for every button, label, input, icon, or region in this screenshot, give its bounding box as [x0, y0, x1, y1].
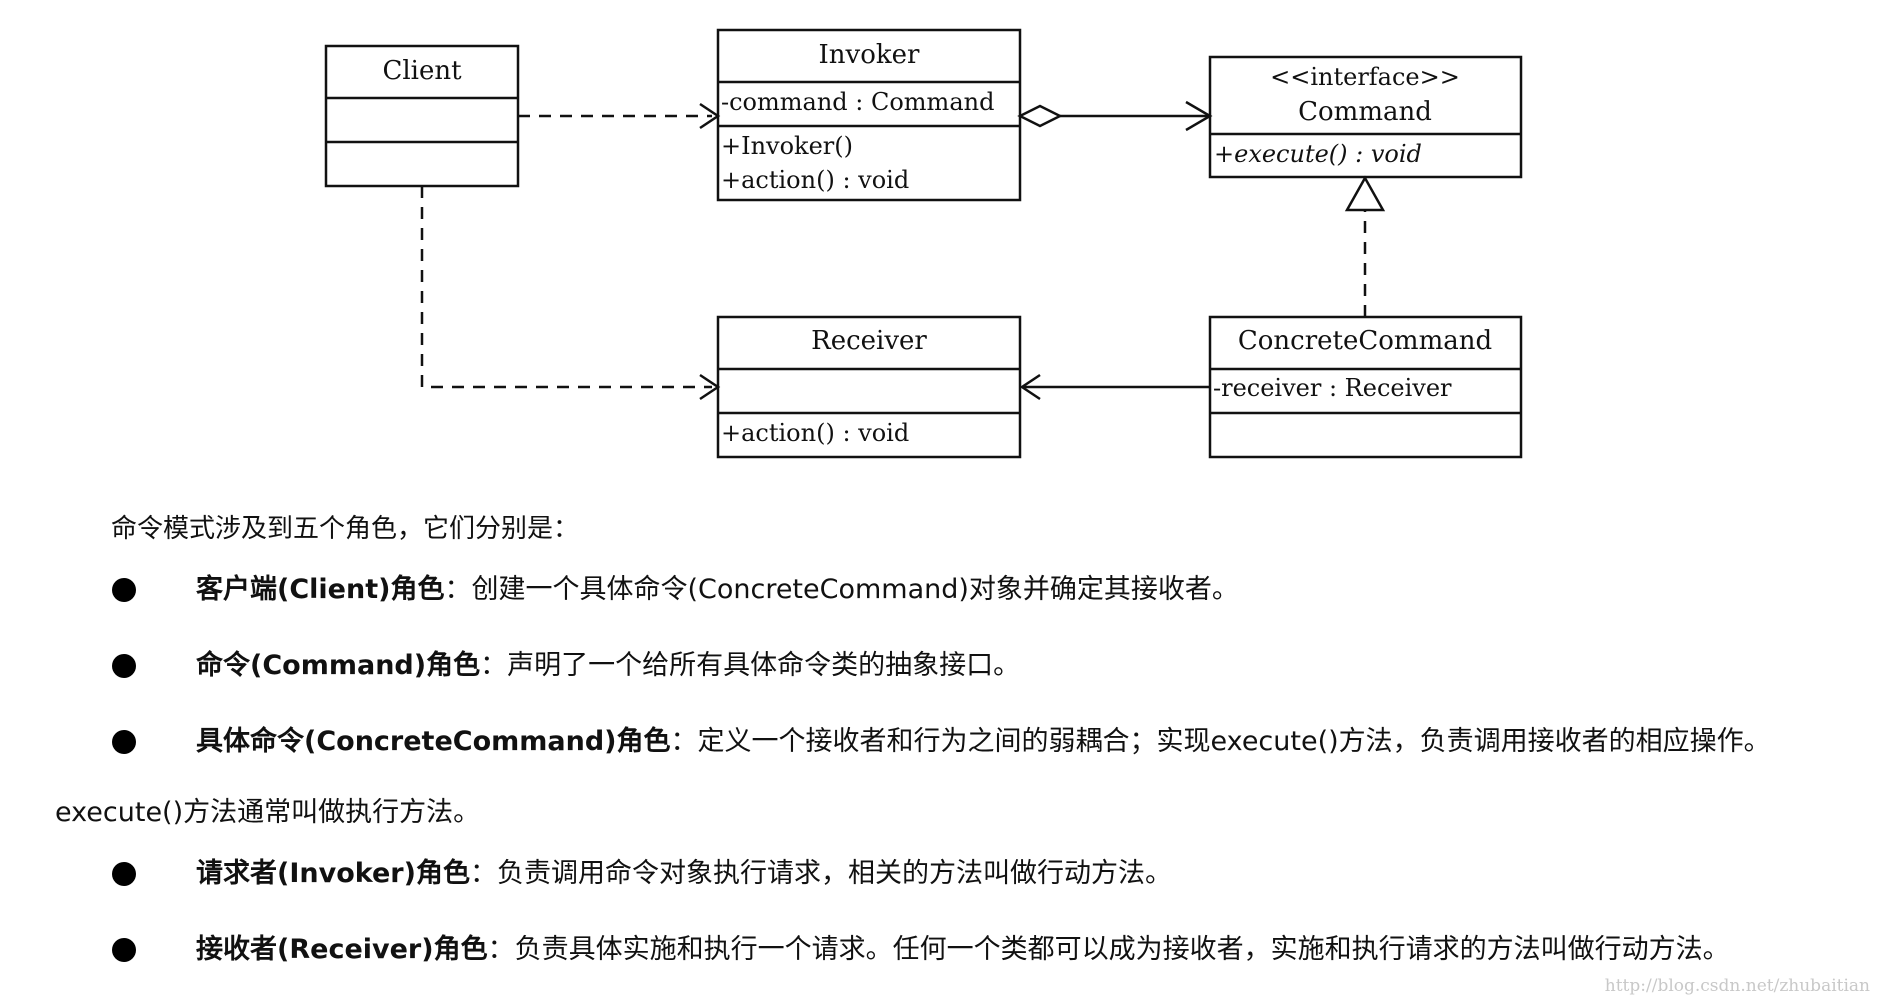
role-name: 接收者(Receiver)角色	[196, 934, 488, 965]
role-continuation: execute()方法通常叫做执行方法。	[55, 797, 481, 828]
receiver-class: Receiver +action() : void	[716, 315, 1022, 459]
concrete-command-attribute: -receiver : Receiver	[1213, 374, 1452, 402]
role-desc: ：定义一个接收者和行为之间的弱耦合；实现execute()方法，负责调用接收者的…	[670, 726, 1771, 757]
command-op-execute: +execute() : void	[1214, 140, 1422, 168]
receiver-class-name: Receiver	[811, 326, 927, 356]
receiver-op-action: +action() : void	[721, 419, 909, 447]
role-name: 请求者(Invoker)角色	[196, 858, 470, 889]
client-class: Client	[324, 44, 520, 188]
intro-text: 命令模式涉及到五个角色，它们分别是：	[111, 514, 580, 544]
role-desc: ：负责具体实施和执行一个请求。任何一个类都可以成为接收者，实施和执行请求的方法叫…	[487, 934, 1730, 965]
bullet-icon	[112, 938, 136, 962]
role-desc: ：创建一个具体命令(ConcreteCommand)对象并确定其接收者。	[444, 574, 1239, 605]
client-class-name: Client	[382, 56, 462, 86]
concrete-command-class: ConcreteCommand -receiver : Receiver	[1208, 315, 1523, 459]
invoker-class-name: Invoker	[819, 40, 920, 70]
bullet-icon	[112, 654, 136, 678]
concrete-receiver-association	[1019, 373, 1210, 401]
concrete-command-class-name: ConcreteCommand	[1238, 326, 1492, 356]
role-name: 具体命令(ConcreteCommand)角色	[196, 726, 671, 757]
role-name: 命令(Command)角色	[196, 650, 481, 681]
bullet-icon	[112, 862, 136, 886]
invoker-op-action: +action() : void	[721, 166, 909, 194]
concrete-command-realization	[1344, 175, 1386, 317]
client-invoker-dependency	[518, 102, 721, 130]
invoker-class: Invoker -command : Command +Invoker() +a…	[716, 28, 1022, 202]
client-receiver-dependency	[420, 186, 721, 401]
uml-class-diagram: Client Invoker -command : Command +Invok…	[324, 28, 1523, 459]
watermark: http://blog.csdn.net/zhubaitian	[1604, 976, 1870, 996]
command-stereotype: <<interface>>	[1270, 63, 1460, 91]
command-interface: <<interface>> Command +execute() : void	[1208, 55, 1523, 179]
bullet-icon	[112, 730, 136, 754]
invoker-command-aggregation	[1017, 100, 1213, 132]
bullet-icon	[112, 578, 136, 602]
role-name: 客户端(Client)角色	[196, 574, 445, 605]
command-class-name: Command	[1298, 97, 1432, 127]
role-desc: ：负责调用命令对象执行请求，相关的方法叫做行动方法。	[469, 858, 1172, 889]
invoker-op-constructor: +Invoker()	[721, 132, 853, 160]
role-desc: ：声明了一个给所有具体命令类的抽象接口。	[480, 650, 1021, 681]
invoker-attribute: -command : Command	[721, 88, 994, 116]
